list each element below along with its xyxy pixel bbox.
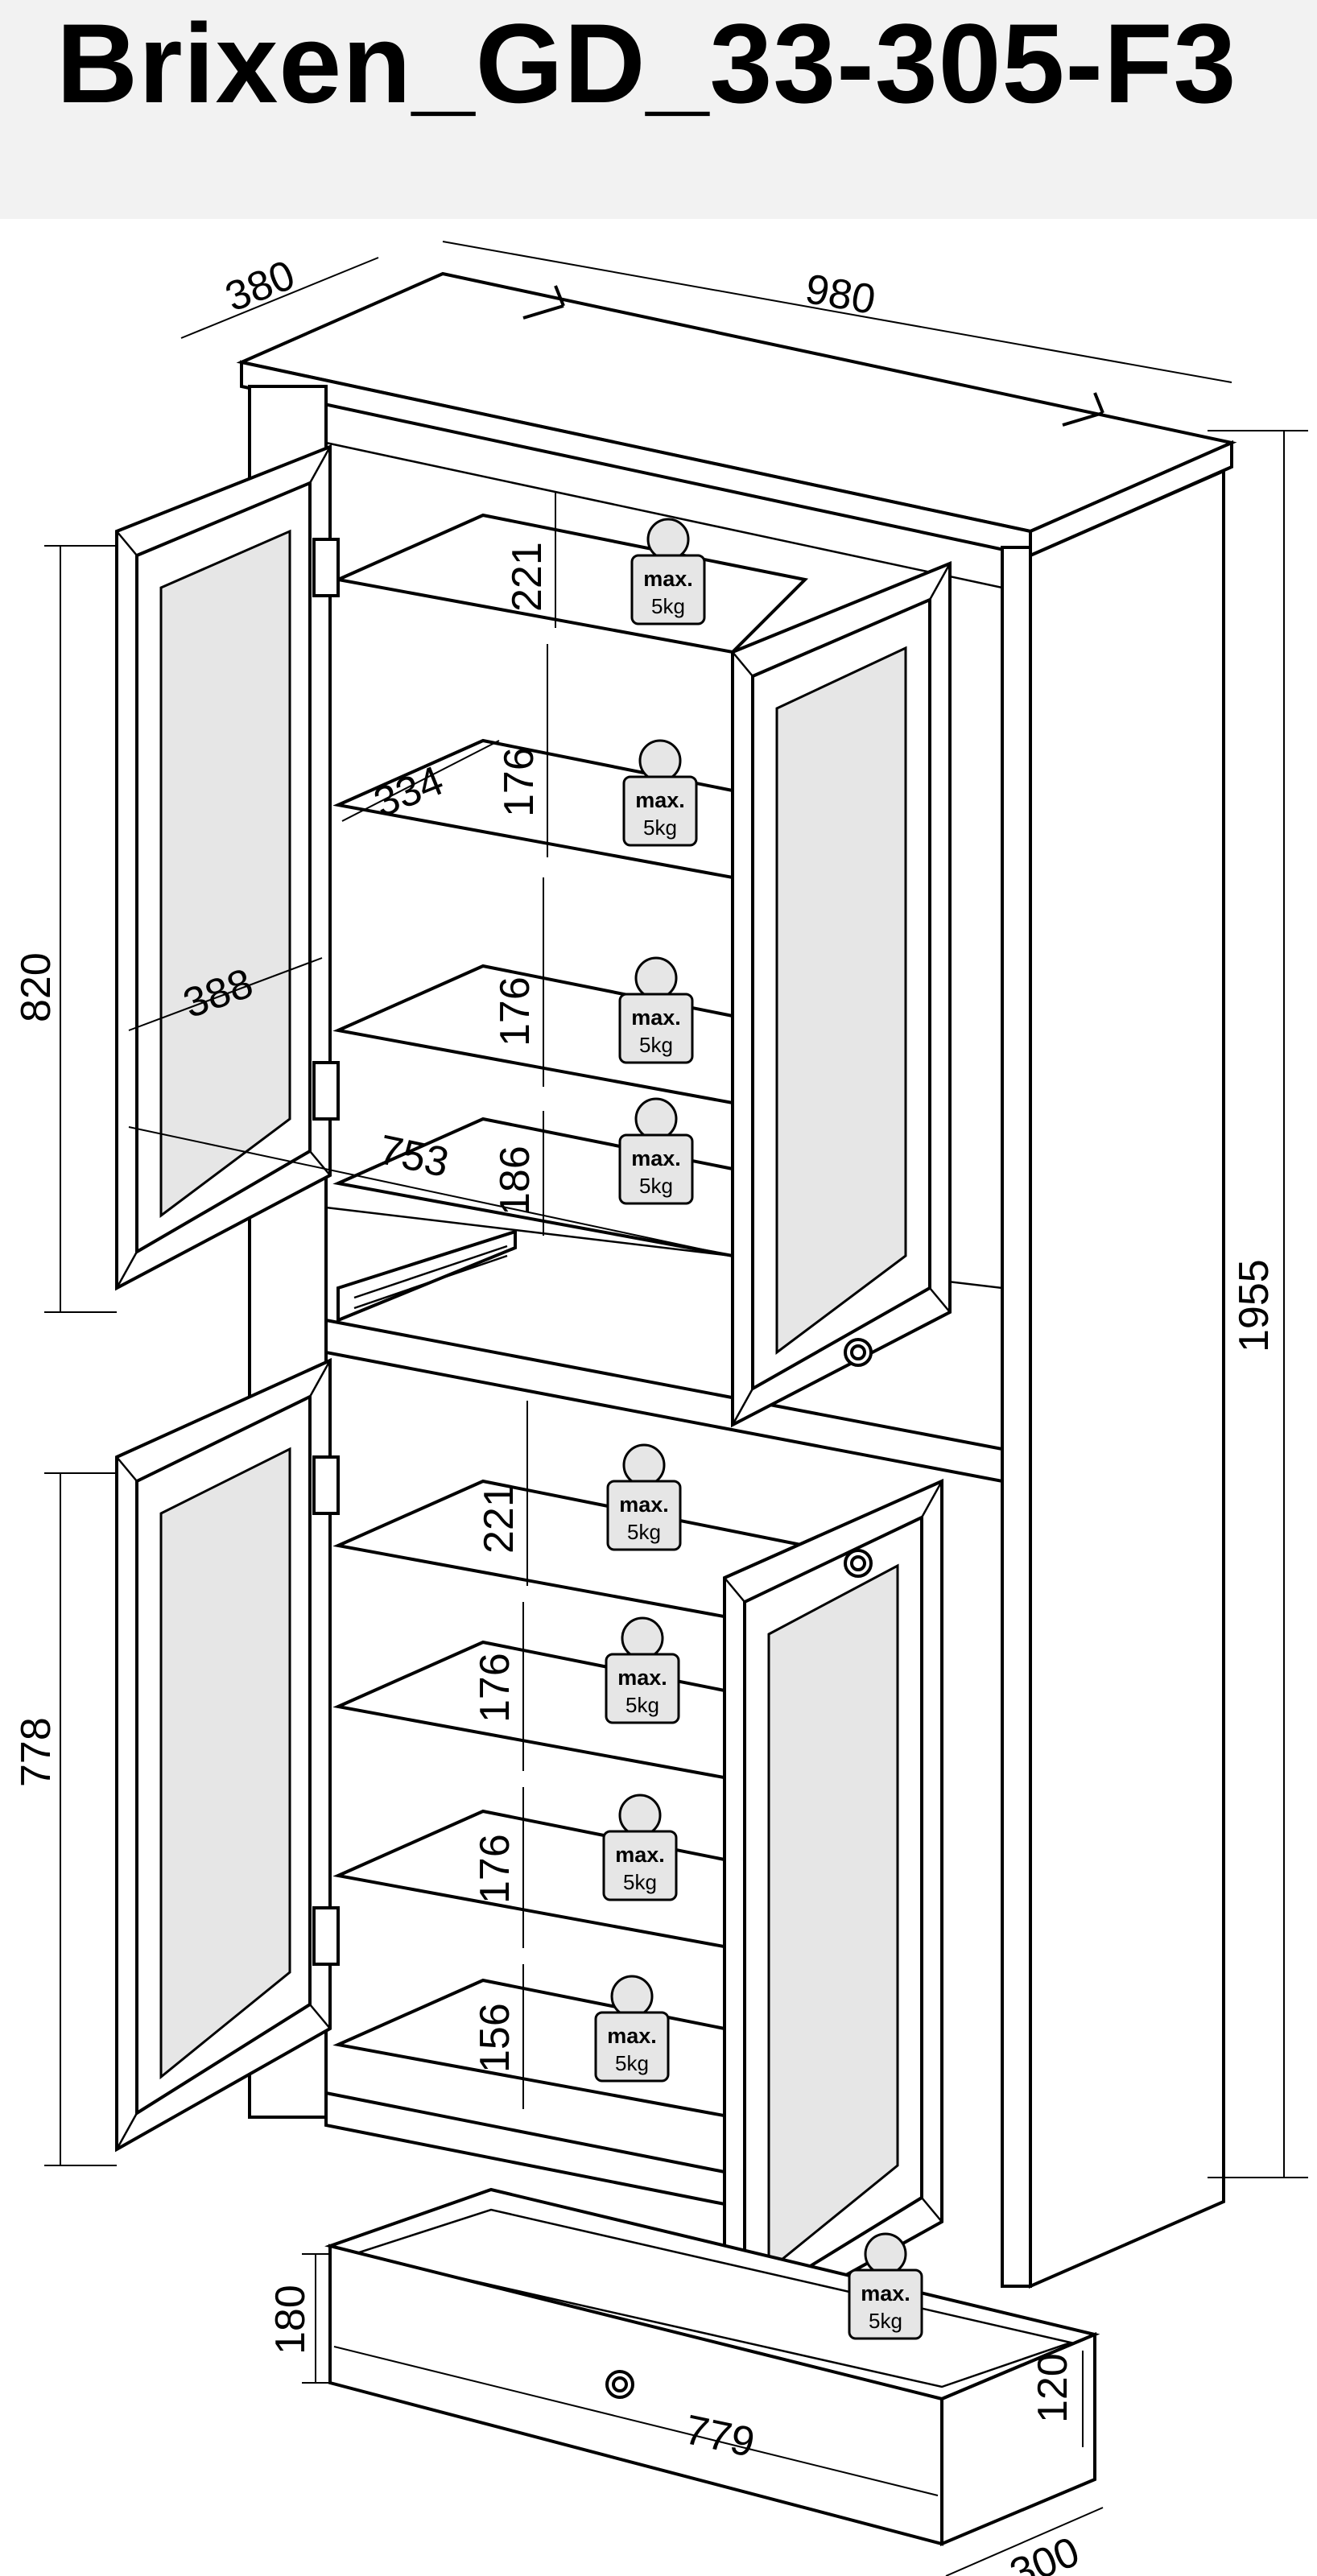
svg-text:5kg: 5kg xyxy=(615,2051,649,2075)
svg-text:5kg: 5kg xyxy=(639,1033,673,1057)
svg-text:max.: max. xyxy=(643,567,693,591)
dim-drawer-depth: 300 xyxy=(1004,2529,1086,2576)
dim-lower-shelf-1: 221 xyxy=(476,1484,522,1554)
svg-text:5kg: 5kg xyxy=(651,594,685,618)
dim-upper-shelf-2: 176 xyxy=(496,747,543,817)
drawer xyxy=(324,2187,1100,2547)
dim-lower-shelf-4: 156 xyxy=(472,2003,518,2073)
lower-right-door xyxy=(723,1478,943,2346)
bottom-plinth xyxy=(324,2091,734,2208)
cabinet-assembly-drawing: 380 980 1955 820 778 388 753 334 221 176… xyxy=(13,241,1308,2576)
weight-icons: max. 5kg max. 5kg max. 5kg max. 5kg max.… xyxy=(594,518,923,2340)
middle-divider xyxy=(324,1318,1004,1484)
dim-lower-door-height: 778 xyxy=(13,1717,60,1787)
drawer-runner xyxy=(336,1229,517,1323)
dim-drawer-inner-height: 120 xyxy=(1030,2353,1076,2423)
svg-text:max.: max. xyxy=(617,1666,667,1690)
right-side-panel xyxy=(1029,468,1225,2289)
svg-text:5kg: 5kg xyxy=(623,1870,657,1894)
dim-upper-shelf-1: 221 xyxy=(504,542,551,612)
weight-icon: max. 5kg xyxy=(594,1975,670,2083)
dim-depth: 380 xyxy=(219,251,301,320)
dim-lower-shelf-2: 176 xyxy=(472,1653,518,1723)
dim-drawer-height: 180 xyxy=(267,2285,314,2355)
svg-text:5kg: 5kg xyxy=(625,1693,659,1717)
product-title: Brixen_GD_33-305-F3 xyxy=(56,0,1237,126)
dim-width: 980 xyxy=(802,266,879,324)
header-band: Brixen_GD_33-305-F3 xyxy=(0,0,1317,219)
weight-icon: max. 5kg xyxy=(605,1616,680,1724)
weight-icon: max. 5kg xyxy=(606,1443,682,1551)
svg-text:5kg: 5kg xyxy=(639,1174,673,1198)
wall-bracket-right xyxy=(1062,392,1104,427)
svg-text:5kg: 5kg xyxy=(643,815,677,840)
weight-icon: max. 5kg xyxy=(630,518,706,625)
svg-text:max.: max. xyxy=(631,1146,681,1170)
svg-text:max.: max. xyxy=(619,1492,669,1517)
dim-height: 1955 xyxy=(1231,1259,1278,1352)
dim-upper-shelf-3: 176 xyxy=(492,976,539,1046)
weight-icon: max. 5kg xyxy=(618,1097,694,1205)
drawer-side xyxy=(940,2331,1096,2547)
svg-text:max.: max. xyxy=(607,2024,657,2048)
svg-text:max.: max. xyxy=(861,2281,910,2306)
svg-text:max.: max. xyxy=(631,1005,681,1030)
cabinet-body xyxy=(236,271,1237,2289)
svg-text:max.: max. xyxy=(635,788,685,812)
wall-bracket-left xyxy=(522,285,565,320)
dim-lower-shelf-3: 176 xyxy=(472,1834,518,1904)
weight-icon: max. 5kg xyxy=(602,1794,678,1901)
hinges xyxy=(312,538,340,1966)
svg-text:5kg: 5kg xyxy=(869,2309,902,2333)
front-right-stile xyxy=(1001,546,1032,2288)
svg-text:max.: max. xyxy=(615,1843,665,1867)
upper-left-door xyxy=(115,444,332,1291)
door-knob-lower xyxy=(844,1549,873,1578)
weight-icon: max. 5kg xyxy=(848,2232,923,2340)
dimension-lines xyxy=(44,241,1308,2576)
svg-text:5kg: 5kg xyxy=(627,1520,661,1544)
door-knob-upper xyxy=(844,1338,873,1367)
upper-right-door xyxy=(731,561,952,1428)
drawer-knob xyxy=(605,2370,634,2399)
weight-icon: max. 5kg xyxy=(622,739,698,847)
lower-left-door xyxy=(115,1357,332,2153)
dim-upper-shelf-4: 186 xyxy=(492,1146,539,1216)
weight-icon: max. 5kg xyxy=(618,956,694,1064)
dim-upper-door-height: 820 xyxy=(13,952,60,1022)
